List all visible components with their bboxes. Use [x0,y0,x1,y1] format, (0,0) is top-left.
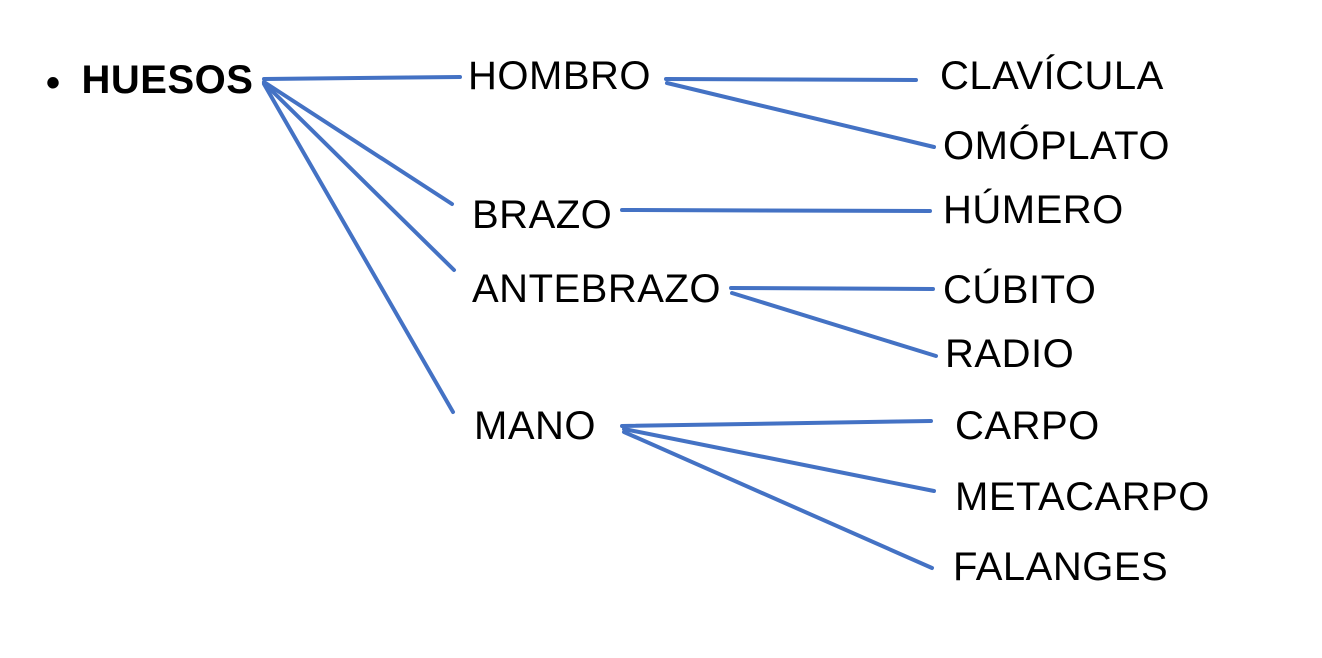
node-huesos: • HUESOS [46,58,254,105]
connector-mano-metacarpo [622,427,936,493]
connector-huesos-antebrazo [262,81,456,272]
node-clavicula: CLAVÍCULA [940,54,1164,98]
node-falanges: FALANGES [953,545,1169,589]
connector-hombro-clavicula [664,77,918,82]
bullet-marker: • [46,61,61,105]
connector-mano-falanges [622,430,934,570]
node-humero: HÚMERO [943,188,1124,232]
node-metacarpo: METACARPO [955,475,1210,519]
connector-mano-carpo [620,419,933,428]
node-antebrazo: ANTEBRAZO [472,267,721,311]
node-radio: RADIO [945,332,1075,376]
connector-huesos-hombro [262,75,462,81]
connector-huesos-brazo [262,80,454,206]
node-brazo: BRAZO [472,193,613,237]
node-cubito: CÚBITO [943,268,1097,312]
node-omoplato: OMÓPLATO [943,124,1171,168]
connector-brazo-humero [620,208,932,213]
connector-antebrazo-cubito [729,286,935,291]
connector-huesos-mano [262,82,455,414]
node-mano: MANO [474,404,596,448]
node-hombro: HOMBRO [468,54,651,98]
connector-antebrazo-radio [730,291,938,358]
node-carpo: CARPO [955,404,1100,448]
connector-hombro-omoplato [665,81,936,149]
node-label-huesos: HUESOS [81,58,254,102]
